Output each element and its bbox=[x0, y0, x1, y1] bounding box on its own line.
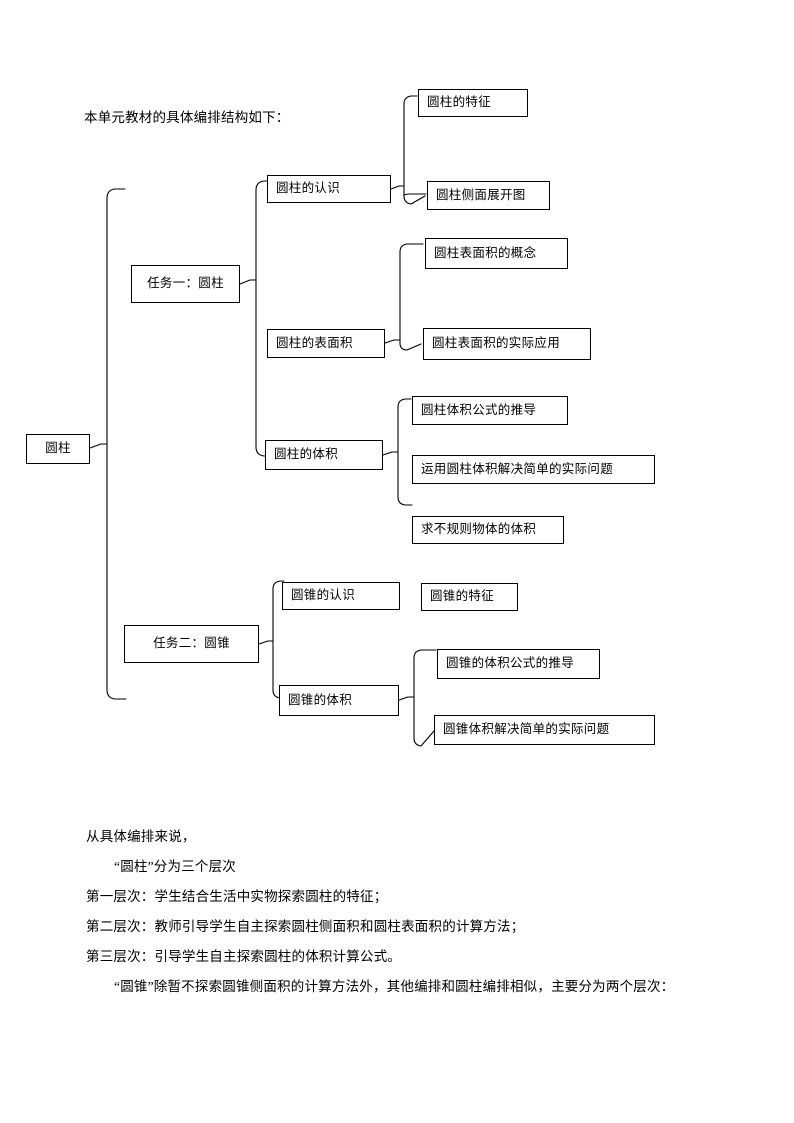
connector-volume-arm-top bbox=[397, 398, 412, 408]
node-task-2[interactable]: 任务二：圆锥 bbox=[124, 625, 259, 663]
connector-volume-stub bbox=[382, 451, 399, 456]
note-line-4: 第二层次：教师引导学生自主探索圆柱侧面积和圆柱表面积的计算方法； bbox=[86, 919, 525, 934]
node-cone-recognition[interactable]: 圆锥的认识 bbox=[282, 582, 400, 610]
node-volume-problem-solving[interactable]: 运用圆柱体积解决简单的实际问题 bbox=[412, 455, 655, 484]
node-irregular-object-volume[interactable]: 求不规则物体的体积 bbox=[412, 516, 564, 544]
connector-rec1-arm-top bbox=[403, 95, 418, 105]
diagram-connectors bbox=[89, 95, 437, 747]
connector-cone-volume-arm-bottom bbox=[413, 730, 435, 747]
connector-cone-volume-stub bbox=[398, 696, 415, 701]
connector-surface-arm-bottom bbox=[399, 342, 422, 351]
connector-rec1-arm-bottom bbox=[403, 193, 427, 197]
node-root-cylinder[interactable]: 圆柱 bbox=[26, 434, 90, 464]
intro-sentence: 本单元教材的具体编排结构如下： bbox=[84, 110, 290, 125]
connector-surface-arm-top bbox=[399, 243, 424, 253]
node-surface-area-application[interactable]: 圆柱表面积的实际应用 bbox=[423, 328, 591, 360]
node-cylinder-surface-area[interactable]: 圆柱的表面积 bbox=[267, 329, 385, 358]
node-surface-area-concept[interactable]: 圆柱表面积的概念 bbox=[425, 238, 568, 269]
node-cylinder-recognition[interactable]: 圆柱的认识 bbox=[267, 175, 391, 203]
connector-rec1-stub bbox=[390, 185, 405, 190]
connector-task1-stub bbox=[239, 279, 257, 285]
connector-root-bottom-arm bbox=[106, 689, 127, 700]
note-line-3: 第一层次：学生结合生活中实物探索圆柱的特征； bbox=[86, 889, 388, 904]
node-cone-volume-formula-derivation[interactable]: 圆锥的体积公式的推导 bbox=[437, 649, 600, 679]
note-line-2: “圆柱”分为三个层次 bbox=[114, 859, 236, 874]
connector-task2-stub bbox=[258, 640, 274, 645]
notes-block: 从具体编排来说， “圆柱”分为三个层次 第一层次：学生结合生活中实物探索圆柱的特… bbox=[86, 822, 726, 1002]
unit-structure-diagram: 圆柱 任务一：圆柱 任务二：圆锥 圆柱的认识 圆柱的表面积 圆柱的体积 圆锥的认… bbox=[26, 89, 655, 747]
node-cone-volume[interactable]: 圆锥的体积 bbox=[279, 685, 399, 716]
connector-cone-volume-arm-top bbox=[413, 649, 437, 659]
connector-volume-arm-bottom bbox=[397, 496, 413, 506]
connector-rec1-arm-bottom-a bbox=[403, 195, 426, 205]
node-cylinder-features[interactable]: 圆柱的特征 bbox=[418, 89, 528, 117]
connector-root-stub bbox=[89, 443, 108, 449]
node-task-1[interactable]: 任务一：圆柱 bbox=[131, 265, 240, 303]
node-cone-volume-problem-solving[interactable]: 圆锥体积解决简单的实际问题 bbox=[434, 715, 655, 745]
note-line-6: “圆锥”除暂不探索圆锥侧面积的计算方法外，其他编排和圆柱编排相似，主要分为两个层… bbox=[114, 979, 675, 994]
connector-surface-stub bbox=[384, 339, 401, 344]
connector-root-top-arm bbox=[106, 188, 126, 199]
node-cylinder-lateral-unfolding[interactable]: 圆柱侧面展开图 bbox=[427, 181, 550, 210]
note-line-1: 从具体编排来说， bbox=[86, 829, 196, 844]
node-cylinder-volume[interactable]: 圆柱的体积 bbox=[265, 440, 383, 470]
node-volume-formula-derivation[interactable]: 圆柱体积公式的推导 bbox=[412, 396, 568, 425]
node-cone-features[interactable]: 圆锥的特征 bbox=[421, 583, 518, 611]
note-line-5: 第三层次：引导学生自主探索圆柱的体积计算公式。 bbox=[86, 949, 402, 964]
